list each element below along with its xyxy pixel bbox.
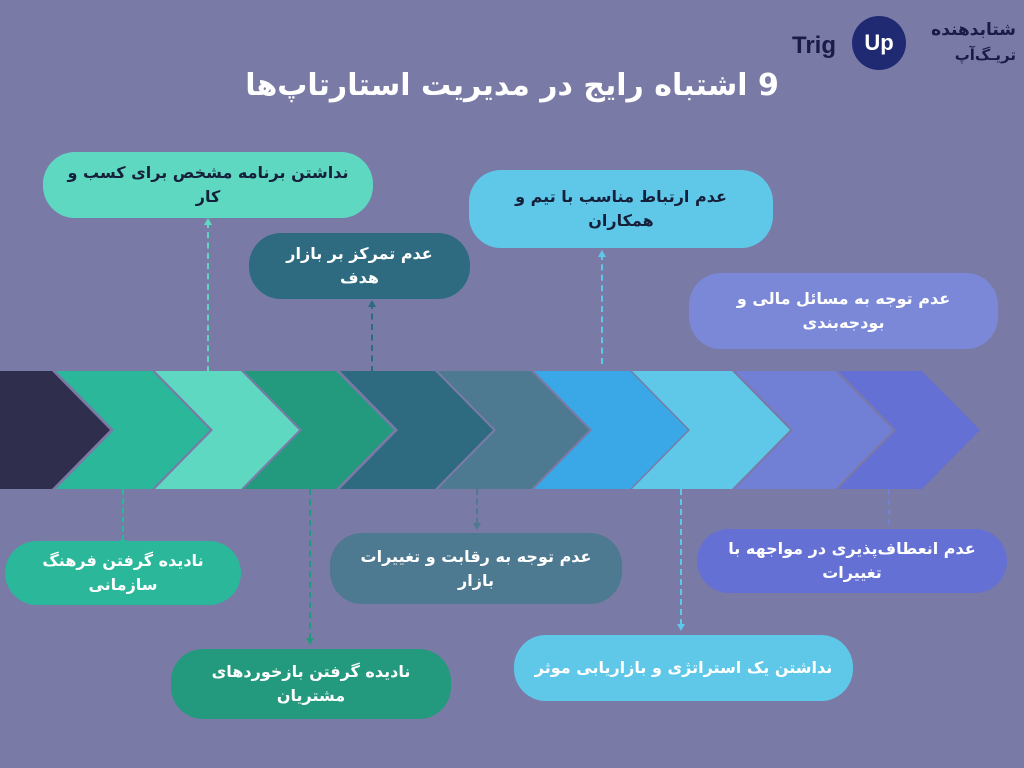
mistake-ignoring-customer-feedback: نادیده گرفتن بازخوردهای مشتریان — [171, 649, 451, 719]
connector-m8 — [680, 489, 682, 625]
arrow-up-icon — [598, 250, 606, 257]
chevron-segment — [838, 371, 980, 489]
connector-m7 — [476, 489, 478, 524]
logo-persian-line2: تریـگ‌آپ — [954, 46, 1016, 64]
mistake-poor-team-communication: عدم ارتباط مناسب با تیم و همکاران — [469, 170, 773, 248]
chevron-segment — [56, 371, 210, 489]
chevron-segment — [438, 371, 589, 489]
chevron-segment — [735, 371, 893, 489]
mistake-ignoring-competition: عدم توجه به رقابت و تغییرات بازار — [330, 533, 622, 604]
mistake-no-marketing-strategy: نداشتن یک استراتژی و بازاریابی موثر — [514, 635, 853, 701]
logo-circle: Up — [852, 16, 906, 70]
chevron-segment — [155, 371, 299, 489]
chevron-segment — [340, 371, 493, 489]
connector-m9 — [888, 489, 890, 525]
logo-persian-line1: شتابدهنده — [931, 20, 1016, 40]
page-title: 9 اشتباه رایج در مدیریت استارتاپ‌ها — [245, 68, 779, 103]
connector-m3 — [601, 254, 603, 364]
arrow-down-icon — [677, 624, 685, 631]
chevron-segment — [632, 371, 790, 489]
connector-m1 — [207, 222, 209, 372]
arrow-down-icon — [473, 523, 481, 530]
trigup-logo: Trig Up شتابدهنده تریـگ‌آپ — [792, 14, 1016, 74]
chevron-timeline — [0, 371, 980, 489]
connector-m5 — [122, 489, 124, 541]
chevron-segment — [534, 371, 688, 489]
mistake-ignoring-org-culture: نادیده گرفتن فرهنگ سازمانی — [5, 541, 241, 605]
connector-m2 — [371, 303, 373, 372]
mistake-no-business-plan: نداشتن برنامه مشخص برای کسب و کار — [43, 152, 373, 218]
mistake-inflexibility: عدم انعطاف‌پذیری در مواجهه با تغییرات — [697, 529, 1007, 593]
chevron-segment — [244, 371, 394, 489]
logo-word: Trig — [792, 32, 837, 59]
chevron-segment — [0, 371, 110, 489]
mistake-no-target-market-focus: عدم تمرکز بر بازار هدف — [249, 233, 470, 299]
arrow-up-icon — [204, 218, 212, 225]
arrow-down-icon — [306, 638, 314, 645]
connector-m6 — [309, 489, 311, 639]
mistake-ignoring-finances: عدم توجه به مسائل مالی و بودجه‌بندی — [689, 273, 998, 349]
arrow-up-icon — [368, 300, 376, 307]
